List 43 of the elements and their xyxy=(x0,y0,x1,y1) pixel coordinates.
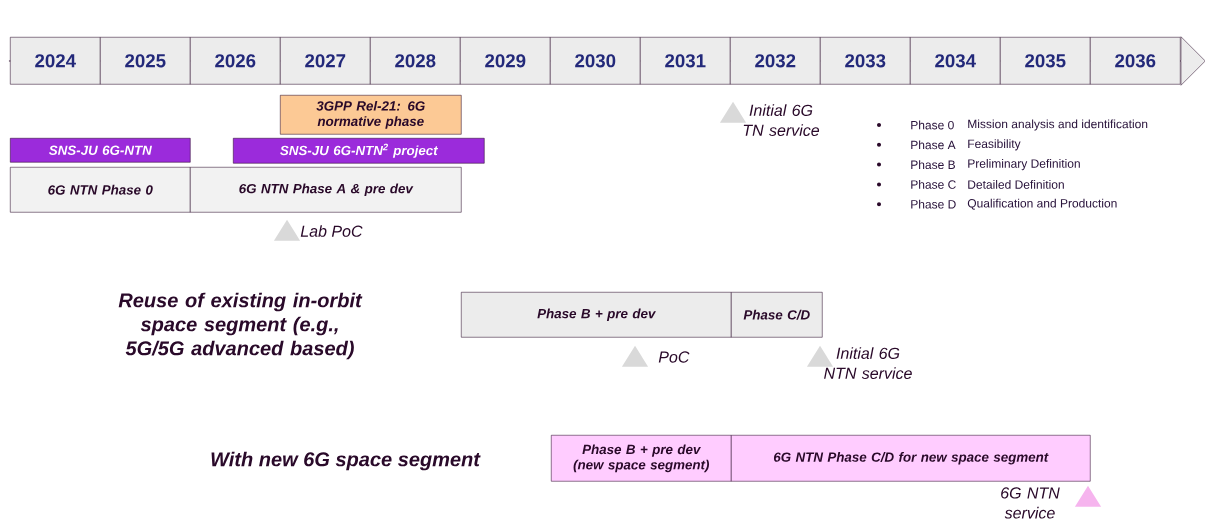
milestone-triangle xyxy=(806,345,834,367)
year-box: 2031 xyxy=(640,37,731,85)
milestone-triangle xyxy=(719,101,747,123)
phase-bar: Phase B + pre dev (new space segment) xyxy=(551,435,732,482)
milestone-triangle xyxy=(621,345,649,367)
year-box: 2034 xyxy=(910,37,1001,85)
milestone-triangle xyxy=(273,219,301,241)
milestone-label: Initial 6G TN service xyxy=(743,104,820,136)
year-box: 2029 xyxy=(460,37,551,85)
phase-bar: 3GPP Rel-21: 6G normative phase xyxy=(280,95,462,135)
year-box: 2032 xyxy=(730,37,821,85)
phase-bar: SNS-JU 6G-NTN$^{2}$ project xyxy=(233,138,485,164)
legend-text: Mission analysis and identification xyxy=(968,119,1148,131)
year-box: 2028 xyxy=(370,37,461,85)
milestone-label: 6G NTN service xyxy=(1001,487,1060,519)
row-heading: Reuse of existing in-orbit space segment (e.g., 5G/5G advanced based) xyxy=(118,292,363,360)
legend-text: Phase B xyxy=(911,160,955,169)
year-box: 2035 xyxy=(1000,37,1091,85)
legend-text: Qualification and Production xyxy=(967,198,1117,210)
phase-bar: SNS-JU 6G-NTN xyxy=(10,138,191,163)
row-heading: With new 6G space segment xyxy=(211,451,481,471)
year-box: 2033 xyxy=(820,37,911,85)
year-box: 2030 xyxy=(550,37,641,85)
legend-text: Phase C xyxy=(911,180,956,189)
year-box: 2027 xyxy=(280,37,371,85)
legend-text: Preliminary Definition xyxy=(968,159,1080,171)
year-box: 2024 xyxy=(10,37,101,85)
year-box: 2036 xyxy=(1090,37,1181,85)
phase-bar: 6G NTN Phase C/D for new space segment xyxy=(731,435,1091,482)
milestone-label: Initial 6G NTN service xyxy=(824,347,912,379)
milestone-label: Lab PoC xyxy=(300,225,363,237)
year-box: 2026 xyxy=(190,37,281,85)
year-box: 2025 xyxy=(100,37,191,85)
phase-bar: Phase C/D xyxy=(731,292,823,338)
legend-text: Detailed Definition xyxy=(968,180,1064,189)
legend-text: Phase A xyxy=(911,140,956,150)
legend-text: Feasibility xyxy=(968,139,1021,151)
milestone-triangle xyxy=(1074,485,1102,507)
milestone-label: PoC xyxy=(658,351,690,363)
legend-text: Phase D xyxy=(911,199,956,209)
legend-text: Phase 0 xyxy=(911,120,954,130)
phase-bar: 6G NTN Phase A & pre dev xyxy=(190,167,462,213)
phase-bar: 6G NTN Phase 0 xyxy=(10,167,191,213)
